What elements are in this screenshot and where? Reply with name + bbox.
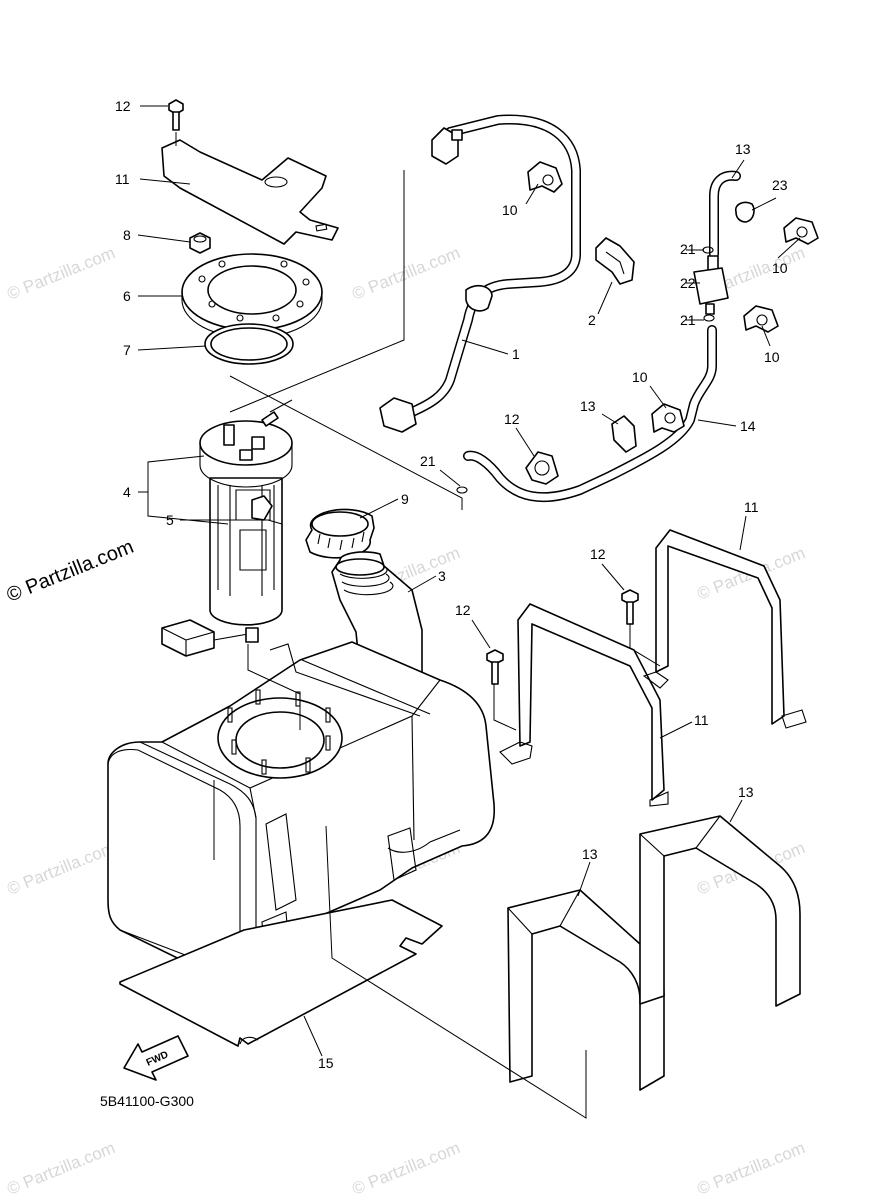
tank-studs <box>227 689 331 775</box>
watermark: © Partzilla.com <box>4 1138 117 1199</box>
callout-18: 13 <box>735 141 751 157</box>
bolt-16 <box>168 99 184 131</box>
assembly-lines <box>175 132 661 1119</box>
protector-sheet-14 <box>119 899 443 1047</box>
fwd-arrow-icon: FWD <box>123 1035 189 1081</box>
callout-11-top: 11 <box>744 499 759 515</box>
callout-13-pad-rear: 13 <box>738 784 754 800</box>
band-11-front <box>499 603 669 807</box>
callout-3: 3 <box>438 568 446 584</box>
fuel-pump-assembly-4 <box>161 399 293 657</box>
callout-labels: 12 11 8 6 7 4 5 9 3 1 10 2 13 23 21 22 2… <box>115 98 788 1071</box>
callout-22: 22 <box>680 275 696 291</box>
nut-8 <box>189 232 211 254</box>
callout-13-pad-front: 13 <box>582 846 598 862</box>
band-11-rear <box>642 529 807 729</box>
callout-19: 13 <box>580 398 596 414</box>
leader-lines <box>137 105 801 1057</box>
clamp-2 <box>595 237 635 285</box>
callout-10-lower-right: 10 <box>764 349 780 365</box>
callout-1: 1 <box>512 346 520 362</box>
callout-20: 14 <box>740 418 756 434</box>
flange-plate-6 <box>181 253 323 339</box>
watermark: © Partzilla.com <box>349 1138 462 1199</box>
clamp-10-lower-right <box>743 305 779 333</box>
watermark: © Partzilla.com <box>349 243 462 304</box>
clamp-19 <box>611 415 637 453</box>
filler-cap-9 <box>305 508 375 559</box>
callout-10-upper-right: 10 <box>772 260 788 276</box>
callout-21-middle: 21 <box>680 312 696 328</box>
bolt-12-right <box>621 589 639 625</box>
callout-17: 12 <box>504 411 520 427</box>
callout-23: 23 <box>772 177 788 193</box>
callout-14: 15 <box>318 1055 334 1071</box>
filler-neck-3 <box>331 551 423 673</box>
cap-23 <box>734 201 755 223</box>
callout-15: 11 <box>115 171 130 187</box>
callout-10-top: 10 <box>502 202 518 218</box>
watermark-main: © Partzilla.com <box>4 536 137 607</box>
clamp-10-upper-right <box>783 217 819 245</box>
callout-9: 9 <box>401 491 409 507</box>
fuel-tank <box>107 641 496 974</box>
callout-5: 5 <box>166 512 174 528</box>
clamp-10-top <box>527 161 563 193</box>
bolt-12-left <box>486 649 504 685</box>
callout-21-top: 21 <box>680 241 696 257</box>
callout-6: 6 <box>123 288 131 304</box>
fuel-hose-1 <box>379 114 581 433</box>
gasket-7 <box>204 323 294 365</box>
callout-8: 8 <box>123 227 131 243</box>
callout-4: 4 <box>123 484 131 500</box>
callout-21-bottom: 21 <box>420 453 436 469</box>
clamp-17 <box>525 451 559 485</box>
watermark: © Partzilla.com <box>694 1138 807 1199</box>
watermark: © Partzilla.com <box>4 243 117 304</box>
clamp-10-middle <box>651 403 685 433</box>
pad-13-rear <box>639 815 801 1007</box>
callout-2: 2 <box>588 312 596 328</box>
diagram-code: 5B41100-G300 <box>100 1093 194 1109</box>
callout-7: 7 <box>123 342 131 358</box>
callout-11-middle: 11 <box>694 712 709 728</box>
filter-22 <box>693 255 729 315</box>
hose-18 <box>709 170 741 259</box>
callout-twelve-right: 12 <box>590 546 606 562</box>
hose-20 <box>463 325 717 503</box>
bracket-15 <box>161 139 339 245</box>
callout-twelve-left: 12 <box>455 602 471 618</box>
callout-10-middle: 10 <box>632 369 648 385</box>
callout-16: 12 <box>115 98 131 114</box>
watermark: © Partzilla.com <box>4 838 117 899</box>
